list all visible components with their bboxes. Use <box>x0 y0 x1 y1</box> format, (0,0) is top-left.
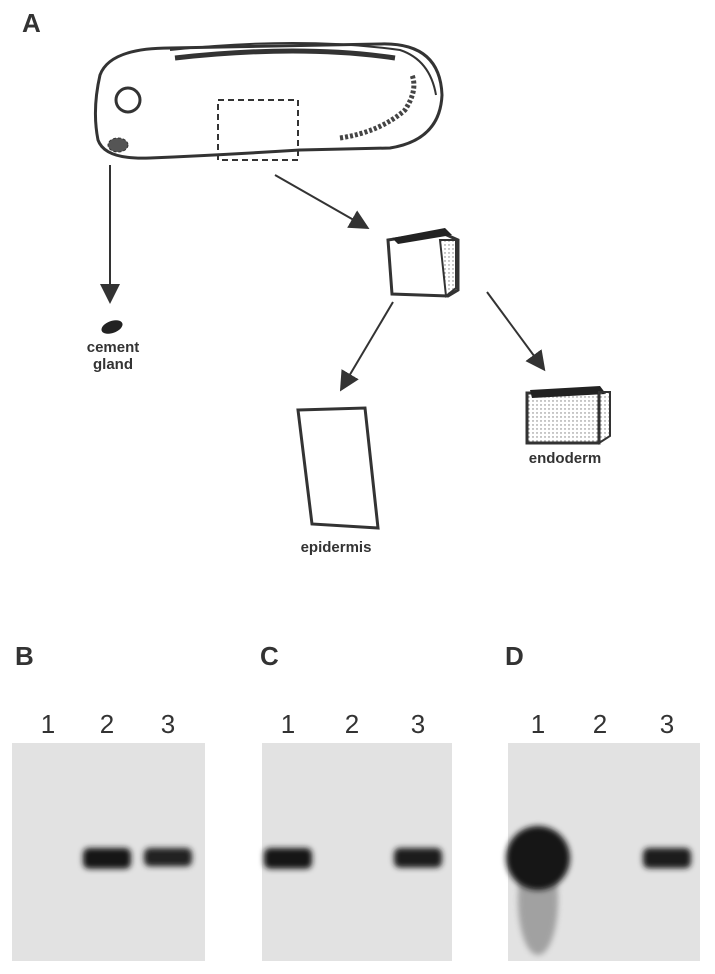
panel-label: C <box>260 641 279 671</box>
band <box>394 848 442 868</box>
gel-panel-b: B 1 2 3 <box>12 641 205 961</box>
cement-gland-label-1: cement <box>87 339 140 356</box>
explant-cube <box>386 228 460 298</box>
eye-icon <box>114 86 142 114</box>
band <box>264 848 312 869</box>
dissection-box <box>217 99 299 161</box>
gel-panel-c: C 1 2 3 <box>260 641 452 961</box>
endoderm-cube <box>525 386 611 445</box>
lane-label: 2 <box>593 709 607 739</box>
band <box>83 848 131 869</box>
band <box>506 826 570 890</box>
lane-label: 1 <box>281 709 295 739</box>
lane-label: 3 <box>660 709 674 739</box>
lane-label: 3 <box>411 709 425 739</box>
endoderm-label: endoderm <box>529 450 602 467</box>
gel-panel-d: D 1 2 3 <box>505 641 700 961</box>
arrow-to-explant <box>274 174 370 229</box>
lane-label: 2 <box>345 709 359 739</box>
epidermis-shape <box>296 406 380 530</box>
arrow-to-epidermis <box>339 301 394 392</box>
panel-label: D <box>505 641 524 671</box>
epidermis-label: epidermis <box>301 539 372 556</box>
embryo-drawing <box>93 42 444 161</box>
lane-label: 2 <box>100 709 114 739</box>
cement-gland-label-2: gland <box>93 356 133 373</box>
panel-label: B <box>15 641 34 671</box>
lane-label: 1 <box>41 709 55 739</box>
lane-label: 3 <box>161 709 175 739</box>
arrow-to-endoderm <box>486 291 546 372</box>
lane-label: 1 <box>531 709 545 739</box>
panel-a-label: A <box>22 8 41 38</box>
cement-gland-shape <box>101 320 123 334</box>
band <box>144 848 192 867</box>
band <box>643 848 691 869</box>
